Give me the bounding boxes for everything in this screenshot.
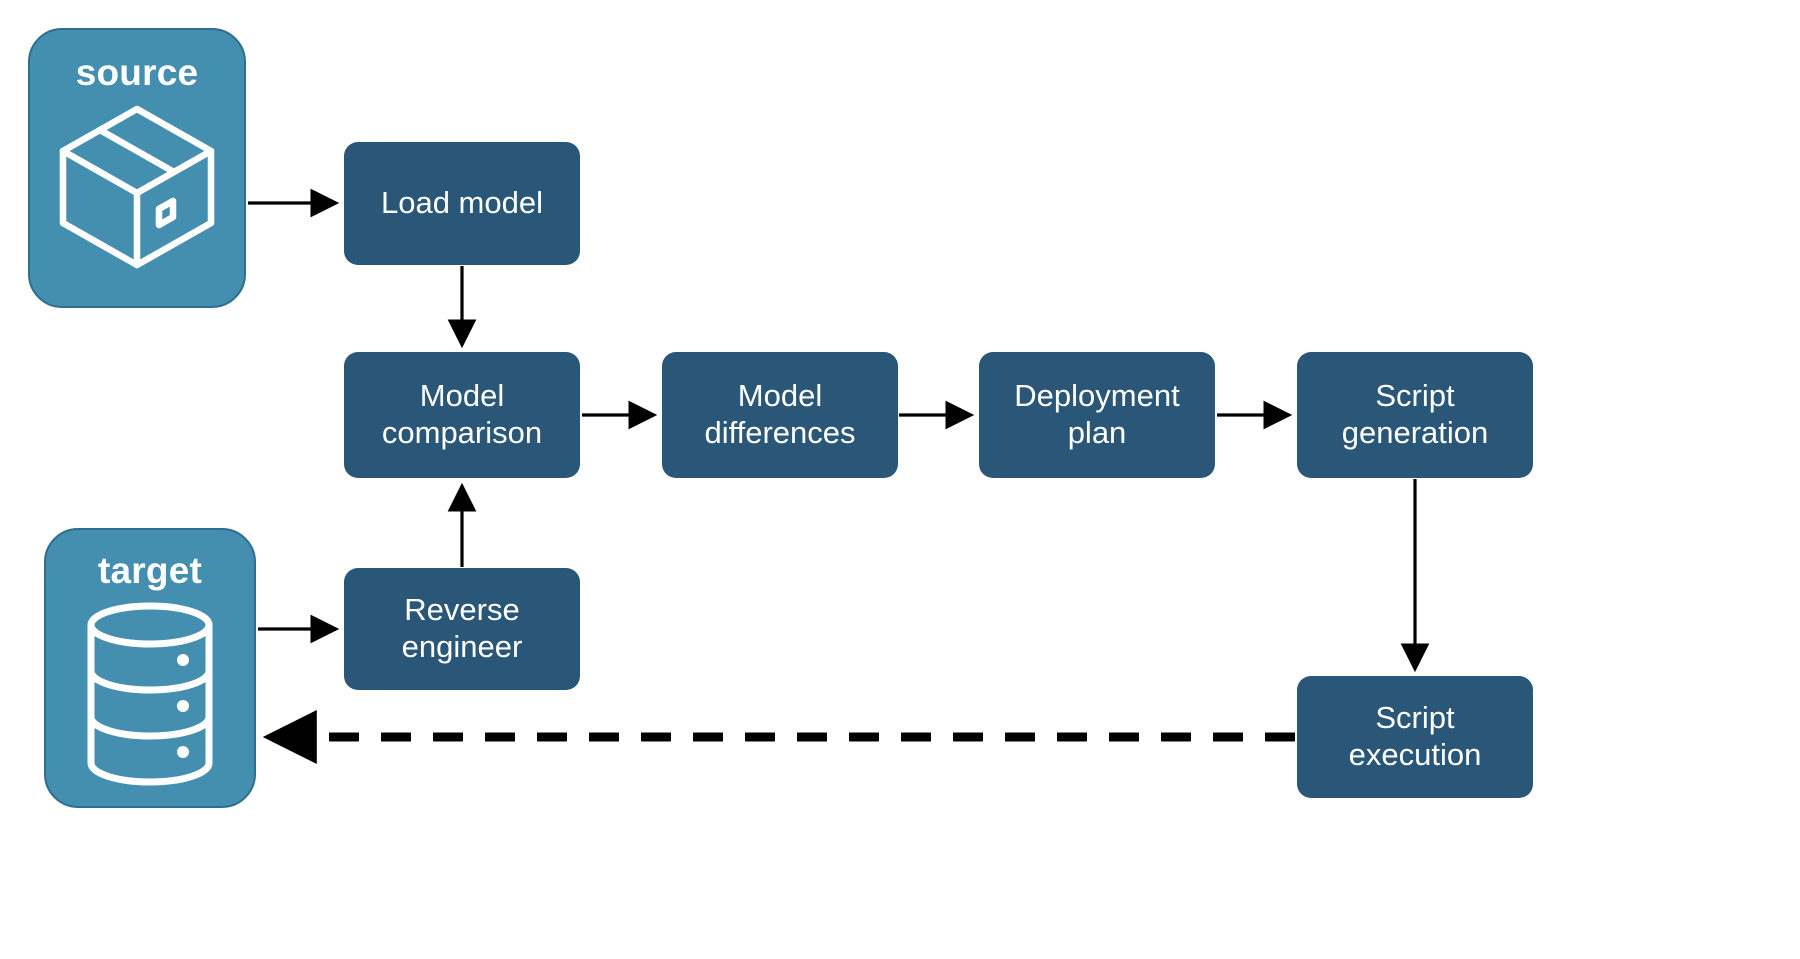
node-deployment-plan-line-1: Deployment (1014, 378, 1180, 414)
node-model-differences-line-1: Model (737, 378, 823, 414)
node-script-generation-line-1: Script (1375, 378, 1455, 414)
node-script-execution-line-1: Script (1375, 700, 1455, 736)
node-model-comparison-line-1: Model (419, 378, 505, 414)
database-cylinder-icon (87, 602, 213, 786)
node-load-model-line-1: Load model (380, 185, 543, 221)
node-script-execution[interactable]: Script execution (1297, 676, 1533, 798)
node-model-comparison-line-2: comparison (381, 415, 543, 450)
endpoint-source-label: source (75, 52, 199, 93)
node-reverse-engineer-line-1: Reverse (404, 592, 520, 628)
endpoint-source[interactable]: source (28, 28, 246, 308)
node-model-differences-line-2: differences (704, 415, 856, 450)
node-model-comparison[interactable]: Model comparison (344, 352, 580, 478)
node-reverse-engineer-line-2: engineer (401, 629, 523, 664)
node-script-generation[interactable]: Script generation (1297, 352, 1533, 478)
node-reverse-engineer[interactable]: Reverse engineer (344, 568, 580, 690)
db-status-dot (177, 654, 189, 666)
node-script-execution-line-2: execution (1348, 737, 1482, 772)
node-load-model[interactable]: Load model (344, 142, 580, 265)
endpoint-target[interactable]: target (44, 528, 256, 808)
db-status-dot (177, 700, 189, 712)
node-script-generation-line-2: generation (1341, 415, 1489, 450)
endpoint-target-label: target (98, 550, 202, 591)
package-box-icon (59, 105, 215, 269)
db-status-dot (177, 746, 189, 758)
node-deployment-plan[interactable]: Deployment plan (979, 352, 1215, 478)
node-deployment-plan-line-2: plan (1067, 415, 1127, 450)
node-model-differences[interactable]: Model differences (662, 352, 898, 478)
